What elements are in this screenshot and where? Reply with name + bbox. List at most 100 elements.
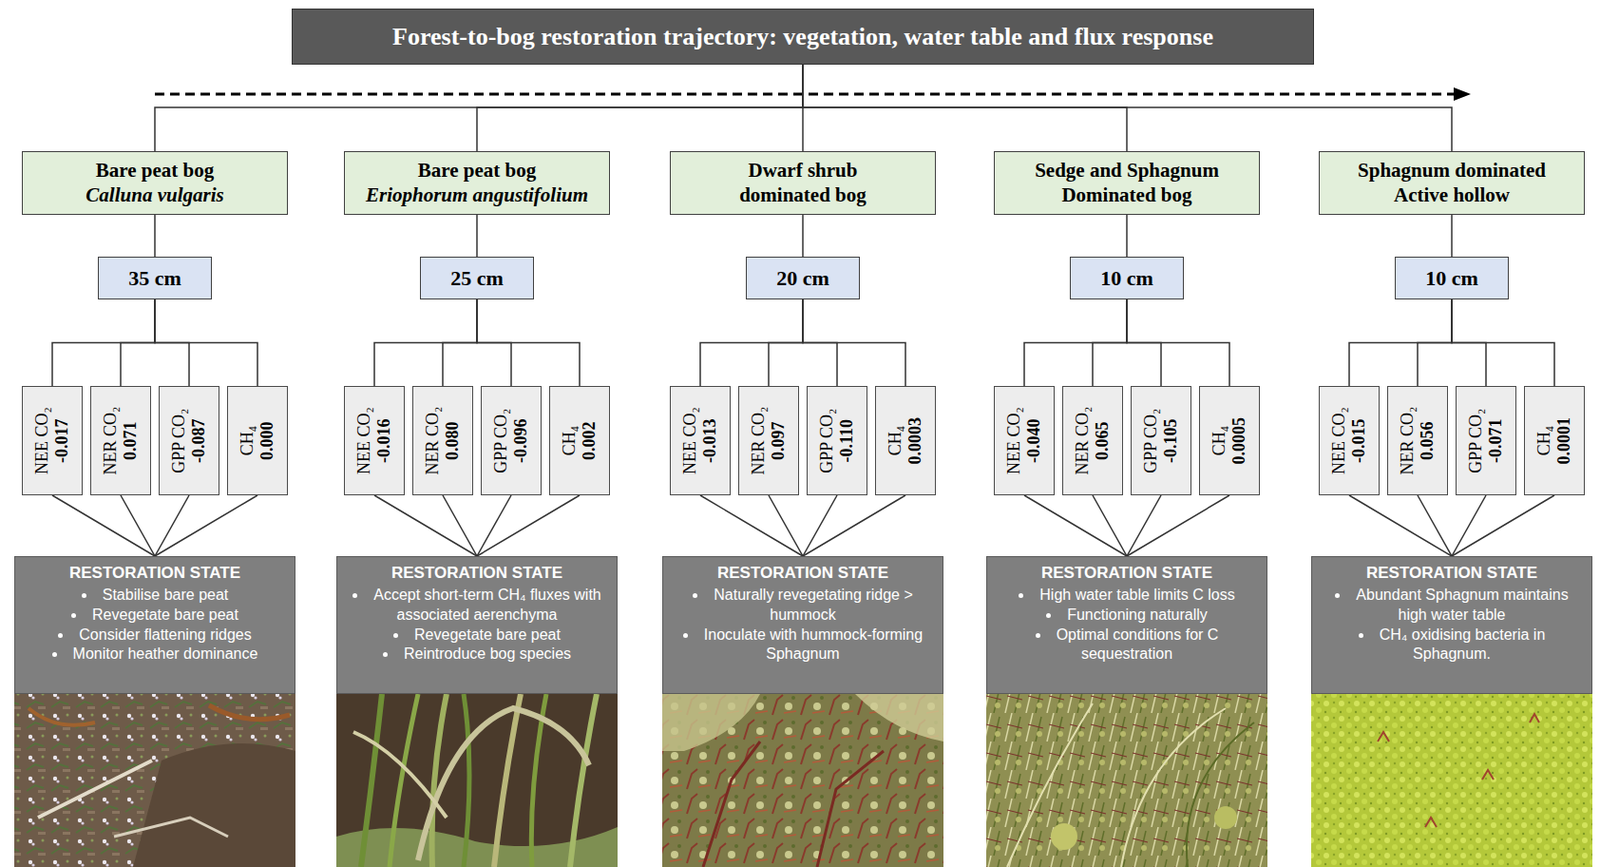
connector-line	[52, 495, 155, 556]
restoration-action: Inoculate with hummock-forming Sphagnum	[670, 625, 935, 666]
rotated-label-group: NEE CO₂-0.040	[1004, 406, 1044, 475]
vegetation-state-box: Bare peat bogCalluna vulgaris	[21, 151, 288, 215]
restoration-action: Monitor heather dominance	[22, 644, 287, 665]
flux-box: GPP CO₂-0.110	[806, 385, 868, 496]
connector-line	[801, 214, 804, 257]
flux-value: -0.016	[373, 406, 394, 475]
title-text: Forest-to-bog restoration trajectory: ve…	[392, 22, 1214, 52]
connector-line	[1451, 299, 1555, 386]
flux-value: 0.097	[767, 405, 788, 475]
connector-line	[476, 495, 512, 556]
shrub-stem	[817, 750, 884, 867]
rotated-label-group: GPP CO₂-0.105	[1141, 407, 1181, 473]
connector-line	[154, 64, 803, 152]
flux-box: CH₄0.0001	[1523, 385, 1585, 496]
sedge-leaf	[361, 693, 382, 867]
flux-value: 0.0001	[1553, 416, 1574, 464]
connector-line	[1417, 495, 1452, 556]
restoration-action: Abundant Sphagnum maintains high water t…	[1319, 585, 1584, 626]
sedge-leaf	[389, 693, 419, 867]
restoration-action: Functioning naturally	[994, 605, 1259, 626]
flux-box: NEE CO₂-0.015	[1318, 385, 1380, 496]
water-table-box: 35 cm	[97, 256, 212, 300]
connector-line	[120, 495, 155, 556]
flux-box: NER CO₂0.071	[90, 385, 152, 496]
connector-line	[52, 299, 155, 386]
connector-line	[1417, 299, 1452, 386]
connector-line	[1126, 495, 1162, 556]
title-box: Forest-to-bog restoration trajectory: ve…	[291, 8, 1315, 65]
flux-box: NEE CO₂-0.013	[669, 385, 731, 496]
restoration-action: Optimal conditions for C sequestration	[994, 625, 1259, 666]
flux-name: NER CO₂	[748, 405, 769, 475]
connector-line	[374, 495, 477, 556]
species-name: Calluna vulgaris	[85, 183, 224, 208]
water-table-box: 10 cm	[1069, 256, 1184, 300]
sphagnum-cushion	[1050, 822, 1078, 850]
state-name: Bare peat bog	[95, 158, 214, 183]
sundew-leaf	[1529, 713, 1540, 723]
sundew-leaf	[1482, 769, 1494, 780]
flux-box: GPP CO₂-0.096	[480, 385, 542, 496]
restoration-heading: RESTORATION STATE	[670, 562, 935, 584]
restoration-state-box: RESTORATION STATEHigh water table limits…	[986, 555, 1268, 694]
connector-line	[802, 64, 1452, 152]
action-list: Stabilise bare peatRevegetate bare peatC…	[22, 585, 287, 665]
action-list: Accept short-term CH₄ fluxes with associ…	[344, 585, 610, 665]
sundew-leaf	[1377, 731, 1390, 742]
connector-line	[700, 495, 803, 556]
connector-line	[1349, 299, 1452, 386]
connector-line	[442, 495, 477, 556]
flux-box: GPP CO₂-0.105	[1130, 385, 1192, 496]
flux-value: -0.105	[1161, 407, 1181, 473]
flux-name: CH₄	[559, 420, 580, 460]
flux-name: GPP CO₂	[169, 407, 190, 473]
flux-name: CH₄	[237, 420, 258, 460]
flux-value: 0.000	[256, 420, 277, 460]
bracken-frond	[28, 707, 96, 725]
flux-name: CH₄	[1209, 416, 1230, 464]
photo-sedge-sphagnum	[986, 693, 1268, 867]
rotated-label-group: NEE CO₂-0.013	[680, 406, 720, 475]
water-table-box: 20 cm	[745, 256, 860, 300]
rotated-label-group: GPP CO₂-0.096	[491, 407, 531, 473]
photo-dwarf-shrub	[662, 693, 944, 867]
rotated-label-group: CH₄0.0001	[1534, 416, 1574, 464]
flux-box: CH₄0.0003	[875, 385, 936, 496]
rotated-label-group: CH₄0.002	[559, 420, 599, 460]
flux-box: NER CO₂0.097	[738, 385, 800, 496]
dead-twig	[114, 817, 229, 837]
connector-line	[700, 299, 803, 386]
sedge-blade	[1186, 722, 1255, 867]
state-name: Dwarf shrub dominated bog	[705, 158, 901, 207]
flux-value: -0.015	[1348, 406, 1369, 475]
flux-name: NER CO₂	[1397, 405, 1418, 475]
restoration-state-box: RESTORATION STATEStabilise bare peatReve…	[14, 555, 296, 694]
flux-box: CH₄0.002	[549, 385, 610, 496]
bare-peat-patch	[133, 742, 296, 867]
photo-ground	[14, 693, 296, 867]
rotated-label-group: NEE CO₂-0.017	[32, 406, 72, 475]
flux-name: CH₄	[885, 416, 906, 464]
connector-line	[154, 495, 190, 556]
photo-ground	[986, 693, 1268, 867]
flux-value: 0.056	[1416, 405, 1437, 475]
rotated-label-group: NER CO₂0.097	[748, 405, 788, 475]
photo-ground	[336, 693, 618, 867]
sundew-leaf	[1425, 817, 1437, 827]
connector-line	[1126, 495, 1230, 556]
flux-box: CH₄0.0005	[1199, 385, 1260, 496]
rotated-label-group: GPP CO₂-0.087	[169, 407, 209, 473]
connector-line	[476, 64, 803, 152]
vegetation-state-box: Dwarf shrub dominated bog	[669, 151, 936, 215]
flux-value: -0.087	[189, 407, 210, 473]
connector-line	[1450, 214, 1453, 257]
connector-line	[1349, 495, 1452, 556]
connector-line	[442, 299, 477, 386]
state-name: Bare peat bog	[418, 158, 536, 183]
flux-name: NEE CO₂	[1329, 406, 1350, 475]
flux-box: NEE CO₂-0.016	[343, 385, 405, 496]
lichen-patch	[662, 693, 761, 751]
species-name: Eriophorum angustifolium	[365, 183, 589, 208]
